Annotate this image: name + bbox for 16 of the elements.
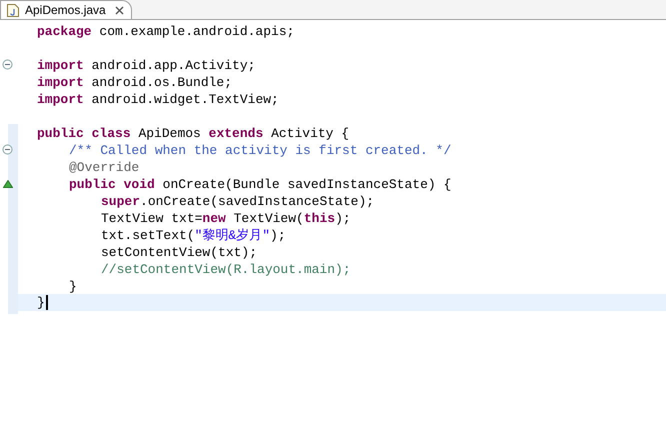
code-line: public void onCreate(Bundle savedInstanceState) { [69, 176, 452, 193]
code-line: } [69, 278, 77, 295]
code-line: package com.example.android.apis; [37, 23, 294, 40]
code-line: import android.widget.TextView; [37, 91, 279, 108]
code-line: import android.app.Activity; [37, 57, 256, 74]
code-line: } [37, 294, 45, 311]
code-line: /** Called when the activity is first created. */ [69, 142, 452, 159]
code-line: //setContentView(R.layout.main); [101, 261, 351, 278]
code-line: import android.os.Bundle; [37, 74, 232, 91]
code-line: txt.setText("黎明&岁月"); [101, 227, 286, 244]
code-line: super.onCreate(savedInstanceState); [101, 193, 374, 210]
code-line: setContentView(txt); [101, 244, 258, 261]
tab-title: ApiDemos.java [25, 3, 106, 17]
code-line: public class ApiDemos extends Activity { [37, 125, 350, 142]
code-line: TextView txt=new TextView(this); [101, 210, 351, 227]
code-line: @Override [69, 159, 140, 176]
